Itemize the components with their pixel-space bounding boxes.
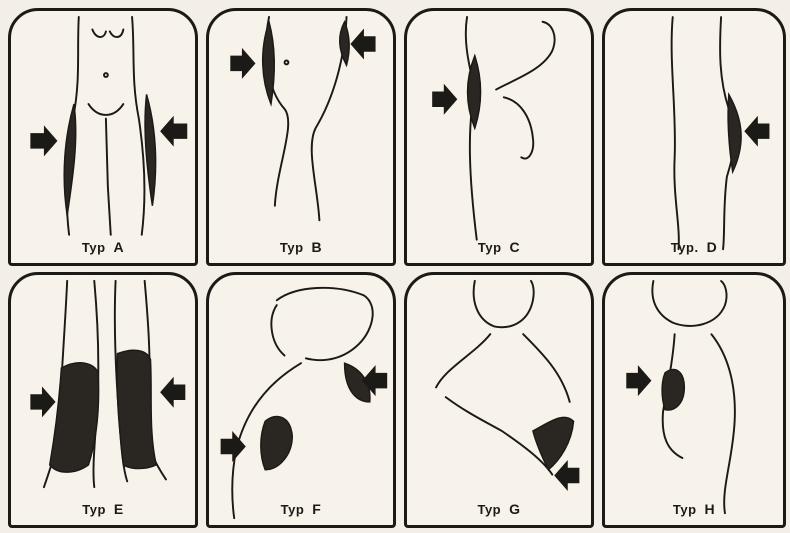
type-prefix: Typ — [477, 502, 501, 517]
arrow-left-icon — [160, 116, 187, 147]
panel-label-b: Typ B — [209, 239, 393, 255]
panel-type-b: Typ B — [206, 8, 396, 266]
type-prefix: Typ — [478, 240, 502, 255]
figure-c-illustration — [407, 11, 591, 263]
panel-type-h: Typ H — [602, 272, 786, 528]
figure-a-illustration — [11, 11, 195, 263]
type-letter: B — [312, 239, 323, 255]
type-letter: A — [114, 239, 125, 255]
type-prefix: Typ — [82, 502, 106, 517]
panel-label-c: Typ C — [407, 239, 591, 255]
type-prefix: Typ — [82, 240, 106, 255]
type-letter: G — [509, 501, 520, 517]
panel-type-g: Typ G — [404, 272, 594, 528]
panel-label-f: Typ F — [209, 501, 393, 517]
panel-type-a: Typ A — [8, 8, 198, 266]
figure-g-illustration — [407, 275, 591, 525]
panel-type-d: Typ. D — [602, 8, 786, 266]
arrow-right-icon — [230, 48, 255, 79]
type-letter: D — [707, 239, 718, 255]
arrow-left-icon — [160, 377, 185, 408]
arrow-left-icon — [554, 460, 579, 491]
arrow-right-icon — [30, 125, 57, 156]
type-prefix: Typ — [281, 502, 305, 517]
type-prefix: Typ. — [671, 240, 699, 255]
figure-b-illustration — [209, 11, 393, 263]
arrow-right-icon — [626, 365, 651, 396]
arrow-right-icon — [221, 431, 246, 462]
panel-type-c: Typ C — [404, 8, 594, 266]
type-letter: C — [510, 239, 521, 255]
panel-label-e: Typ E — [11, 501, 195, 517]
panel-type-e: Typ E — [8, 272, 198, 528]
figure-e-illustration — [11, 275, 195, 525]
panel-label-a: Typ A — [11, 239, 195, 255]
figure-h-illustration — [605, 275, 783, 525]
figure-f-illustration — [209, 275, 393, 525]
arrow-right-icon — [432, 84, 457, 115]
type-prefix: Typ — [280, 240, 304, 255]
type-letter: E — [114, 501, 124, 517]
type-prefix: Typ — [673, 502, 697, 517]
panel-label-h: Typ H — [605, 501, 783, 517]
panel-type-f: Typ F — [206, 272, 396, 528]
type-letter: F — [312, 501, 321, 517]
figure-d-illustration — [605, 11, 783, 263]
arrow-left-icon — [744, 116, 769, 147]
arrow-right-icon — [30, 386, 55, 417]
panel-label-d: Typ. D — [605, 239, 783, 255]
arrow-left-icon — [350, 29, 375, 60]
type-letter: H — [705, 501, 716, 517]
panel-label-g: Typ G — [407, 501, 591, 517]
